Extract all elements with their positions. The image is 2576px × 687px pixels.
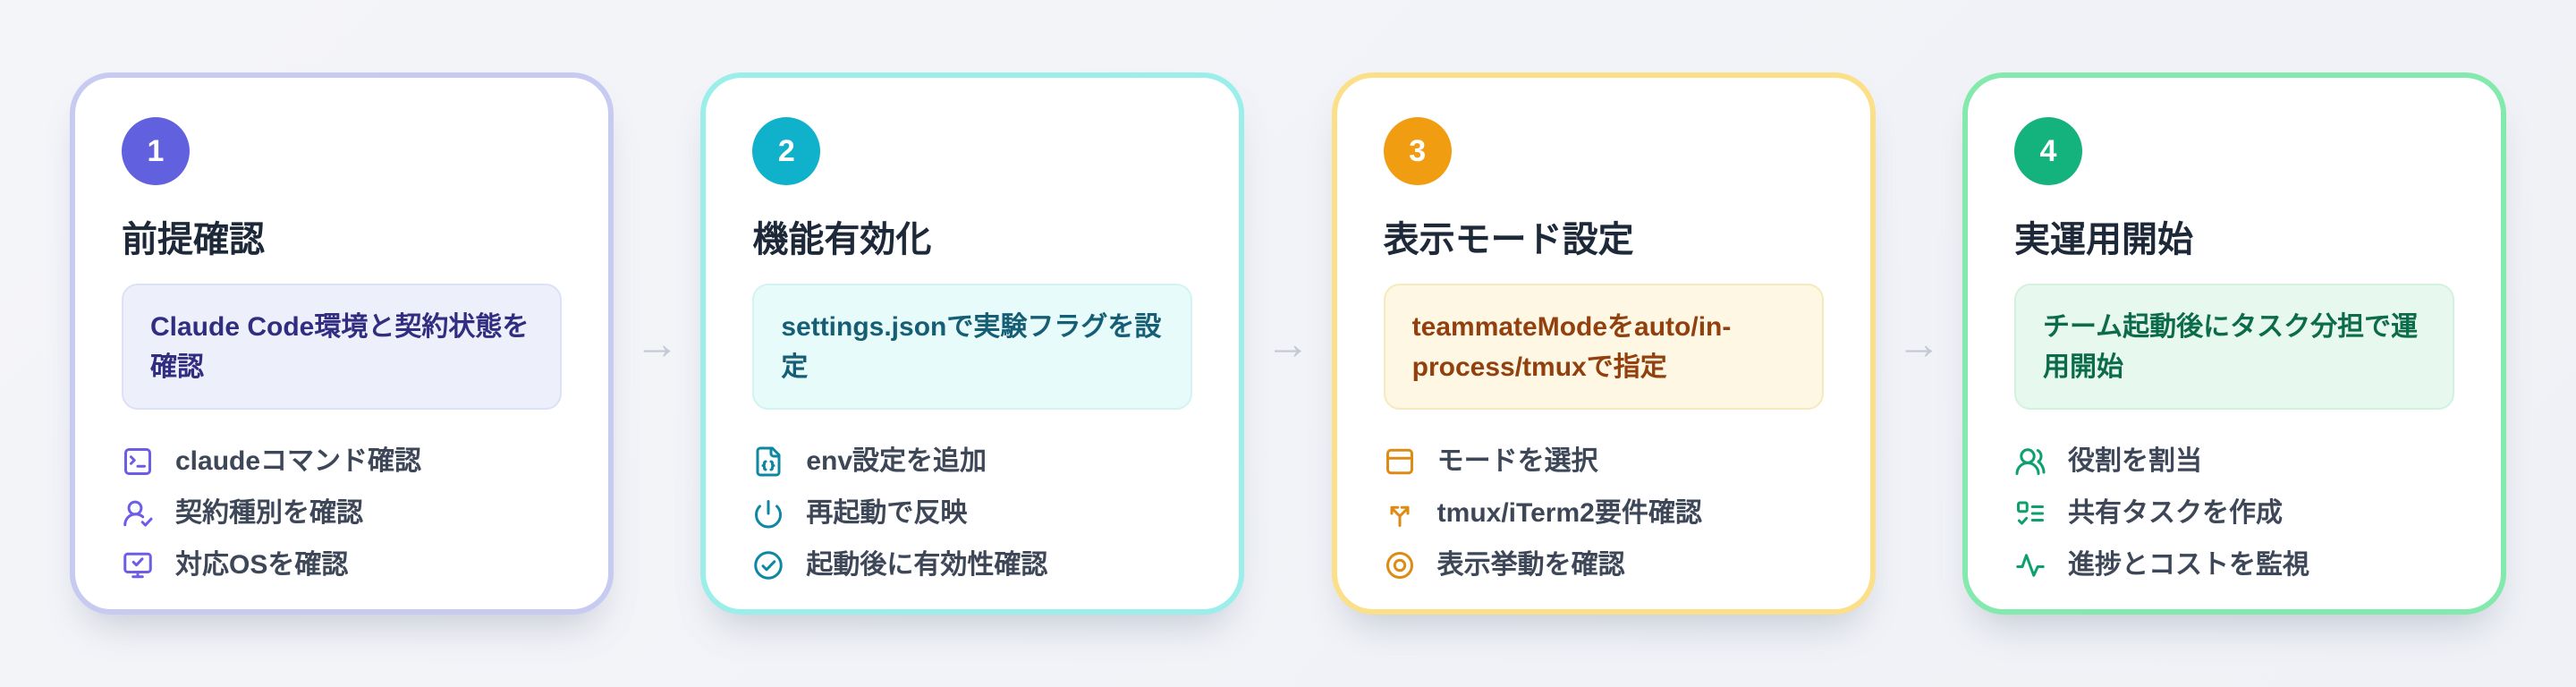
list-item-label: モードを選択 [1436,446,1598,476]
list-item: claudeコマンド確認 [122,445,562,478]
split-arrows-icon [1384,497,1416,530]
list-item-label: 対応OSを確認 [175,550,349,580]
list-item-label: 進捗とコストを監視 [2067,550,2309,580]
users-icon [2014,445,2046,478]
flow-arrow-icon: → [1265,318,1310,369]
step-card-1: 1 前提確認 Claude Code環境と契約状態を確認 claudeコマンド確… [70,72,614,615]
list-item-label: 契約種別を確認 [175,498,363,528]
list-item: 再起動で反映 [752,497,1192,530]
list-item: 起動後に有効性確認 [752,549,1192,581]
step-checklist: env設定を追加 再起動で反映 起動後に有効性確認 [752,445,1192,581]
monitor-check-icon [122,549,154,581]
step-number-badge: 4 [2013,117,2082,185]
list-item-label: 起動後に有効性確認 [806,550,1048,580]
step-checklist: 役割を割当 共有タスクを作成 進捗とコストを監視 [2014,445,2454,581]
list-item: 進捗とコストを監視 [2014,549,2454,581]
step-number-badge: 3 [1383,117,1452,185]
user-check-icon [122,497,154,530]
list-item: モードを選択 [1384,445,1824,478]
view-icon [1384,549,1416,581]
list-item: 契約種別を確認 [122,497,562,530]
activity-icon [2014,549,2046,581]
step-checklist: モードを選択 tmux/iTerm2要件確認 表示挙動を確認 [1384,445,1824,581]
list-item-label: tmux/iTerm2要件確認 [1436,498,1702,528]
step-highlight-box: teammateModeをauto/in-process/tmuxで指定 [1383,284,1824,410]
list-item: 役割を割当 [2014,445,2454,478]
step-title: 実運用開始 [2013,220,2193,259]
flow-arrow-icon: → [634,318,680,369]
circle-check-icon [752,549,784,581]
step-highlight-box: settings.jsonで実験フラグを設定 [752,284,1193,410]
step-card-3: 3 表示モード設定 teammateModeをauto/in-process/t… [1331,72,1876,615]
step-card-4: 4 実運用開始 チーム起動後にタスク分担で運用開始 役割を割当 共有タスクを作成 [1962,72,2506,615]
step-number-badge: 2 [752,117,821,185]
list-item-label: env設定を追加 [806,446,987,476]
power-icon [752,497,784,530]
flow-arrow-icon: → [1896,318,1942,369]
step-checklist: claudeコマンド確認 契約種別を確認 対応OSを確認 [122,445,562,581]
step-title: 前提確認 [122,220,265,259]
list-item-label: claudeコマンド確認 [175,446,422,476]
list-item-label: 共有タスクを作成 [2067,498,2283,528]
terminal-icon [122,445,154,478]
list-item: 表示挙動を確認 [1384,549,1824,581]
list-item: 対応OSを確認 [122,549,562,581]
panel-top-icon [1384,445,1416,478]
step-title: 機能有効化 [752,220,932,259]
list-item-label: 再起動で反映 [806,498,968,528]
list-item: tmux/iTerm2要件確認 [1384,497,1824,530]
step-number-badge: 1 [122,117,190,185]
step-highlight-box: チーム起動後にタスク分担で運用開始 [2013,284,2454,410]
step-highlight-box: Claude Code環境と契約状態を確認 [122,284,562,410]
list-item-label: 役割を割当 [2067,446,2202,476]
step-card-2: 2 機能有効化 settings.jsonで実験フラグを設定 env設定を追加 … [700,72,1245,615]
list-item-label: 表示挙動を確認 [1436,550,1625,580]
step-title: 表示モード設定 [1383,220,1634,259]
list-item: 共有タスクを作成 [2014,497,2454,530]
list-checks-icon [2014,497,2046,530]
file-json-icon [752,445,784,478]
list-item: env設定を追加 [752,445,1192,478]
